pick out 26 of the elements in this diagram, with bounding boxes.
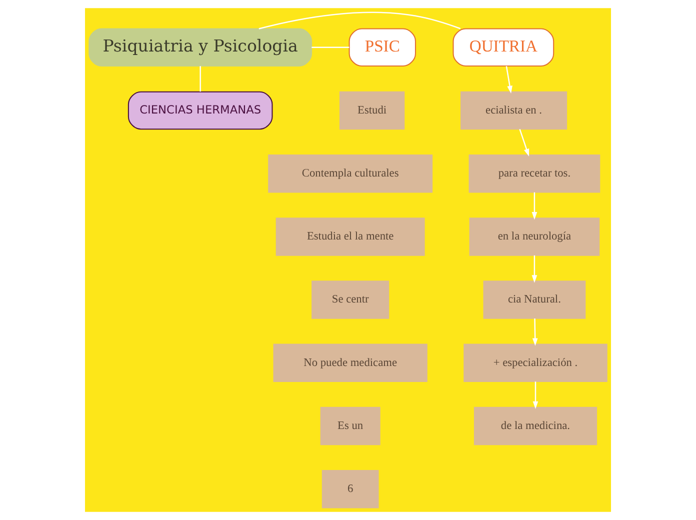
node-box: CIENCIAS HERMANAS [128,91,273,130]
node-box: Es un [320,406,380,446]
arrow [519,129,530,157]
arrow [532,255,538,283]
node-box: PSIC [348,28,416,67]
node-box: de la medicina. [474,406,598,446]
connector [312,46,350,48]
node-box: + especialización . [464,344,608,382]
node-box: Contempla culturales [268,154,433,193]
node-box: ecialista en . [460,91,568,130]
node-box: Se centr [312,280,390,319]
arrow [532,382,538,410]
arrow [506,66,512,94]
node-box: para recetar tos. [468,154,600,193]
node-box: No puede medicame [273,344,428,382]
node-box: Psiquiatria y Psicologia [88,28,312,67]
connector [258,12,461,30]
node-box: en la neurología [469,218,600,256]
node-box: Estudi [339,91,405,130]
node-box: 6 [322,470,379,508]
node-box: QUITRIA [452,28,554,67]
node-box: cia Natural. [483,280,586,319]
node-box: Estudia el la mente [276,218,425,256]
connector [200,66,201,92]
arrow [532,192,538,220]
arrow [532,318,538,346]
